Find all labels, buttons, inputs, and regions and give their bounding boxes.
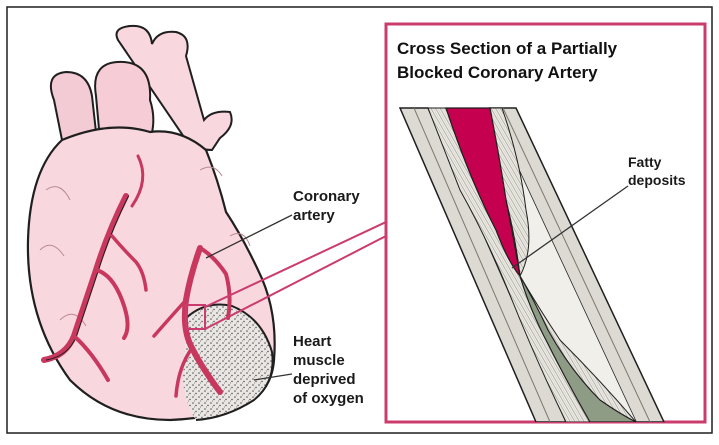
inset-title: Cross Section of a Partially Blocked Cor… <box>397 37 617 85</box>
heart-muscle-label: Heart muscle deprived of oxygen <box>293 332 364 408</box>
coronary-artery-label: Coronary artery <box>293 187 360 225</box>
fatty-deposits-label: Fatty deposits <box>628 153 686 189</box>
